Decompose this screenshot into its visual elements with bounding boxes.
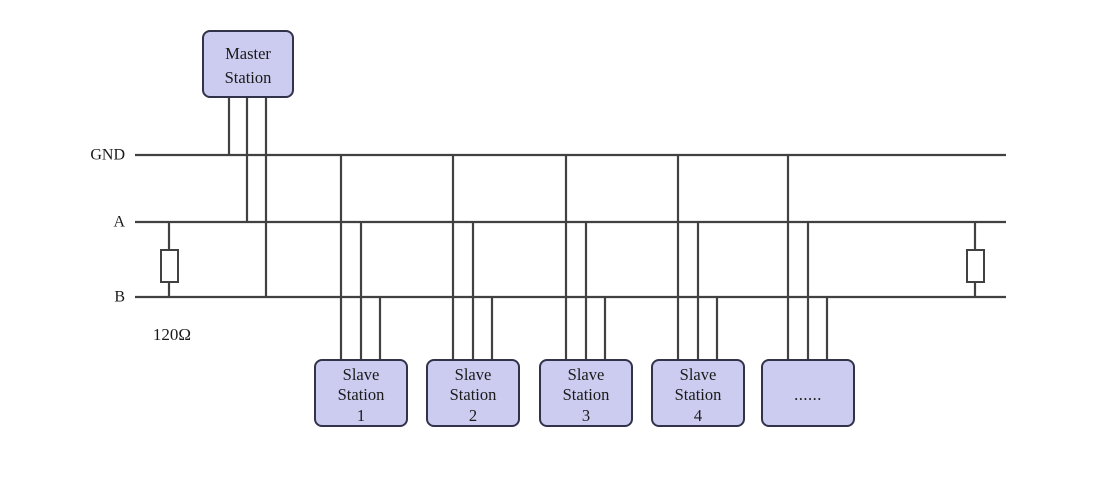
- slave-station-1-drops: [339, 155, 382, 360]
- slave-station-4-drops: [676, 155, 719, 360]
- slave-station-2-label-line1: Slave: [455, 365, 492, 384]
- right-terminator: [966, 222, 985, 297]
- left-terminator: 120Ω: [153, 222, 191, 344]
- slave-station-more-drops: [786, 155, 829, 360]
- bus-labels: GND A B: [90, 147, 125, 306]
- slave-station-2[interactable]: Slave Station 2: [426, 359, 520, 427]
- master-station-label-line1: Master: [225, 44, 271, 63]
- right-terminator-resistor-body: [966, 249, 985, 283]
- left-terminator-label: 120Ω: [153, 325, 191, 344]
- slave-station-1-label-line3: 1: [357, 406, 365, 425]
- slave-station-more[interactable]: ......: [761, 359, 855, 427]
- master-station[interactable]: Master Station: [202, 30, 294, 98]
- slave-station-2-drops: [451, 155, 494, 360]
- slave-station-2-box[interactable]: [426, 359, 520, 427]
- slave-station-1-label-line1: Slave: [343, 365, 380, 384]
- bus-label-a: A: [113, 214, 125, 231]
- master-station-drops: [227, 97, 268, 297]
- slave-station-3-label-line1: Slave: [568, 365, 605, 384]
- bus-label-gnd: GND: [90, 147, 125, 164]
- slave-station-more-box[interactable]: [761, 359, 855, 427]
- slave-station-1-box[interactable]: [314, 359, 408, 427]
- slave-station-3[interactable]: Slave Station 3: [539, 359, 633, 427]
- slave-station-3-label-line3: 3: [582, 406, 590, 425]
- slave-station-1[interactable]: Slave Station 1: [314, 359, 408, 427]
- slave-station-4-box[interactable]: [651, 359, 745, 427]
- slave-station-4-label-line2: Station: [675, 385, 722, 404]
- bus-label-b: B: [114, 289, 125, 306]
- master-station-label-line2: Station: [225, 68, 272, 87]
- left-terminator-resistor-body: [160, 249, 179, 283]
- slave-station-3-drops: [564, 155, 607, 360]
- bus-lines: [135, 153, 1006, 299]
- slave-station-more-label: ......: [794, 385, 822, 404]
- slave-station-2-label-line3: 2: [469, 406, 477, 425]
- slave-station-2-label-line2: Station: [450, 385, 497, 404]
- slave-station-4[interactable]: Slave Station 4: [651, 359, 745, 427]
- slave-station-4-label-line1: Slave: [680, 365, 717, 384]
- slave-station-3-label-line2: Station: [563, 385, 610, 404]
- master-station-box[interactable]: [202, 30, 294, 98]
- slave-station-1-label-line2: Station: [338, 385, 385, 404]
- slave-station-4-label-line3: 4: [694, 406, 702, 425]
- slave-station-3-box[interactable]: [539, 359, 633, 427]
